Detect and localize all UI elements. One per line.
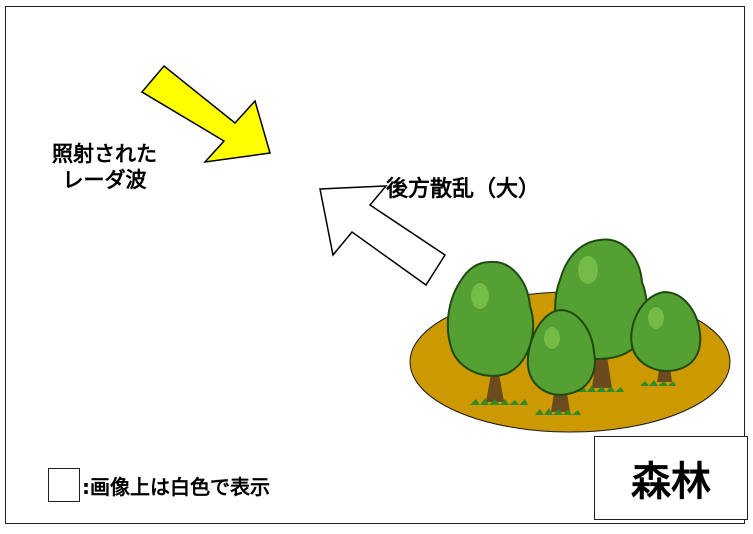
forest-label: 森林 xyxy=(631,459,711,505)
incident-arrow-icon xyxy=(140,64,271,164)
legend-text: :画像上は白色で表示 xyxy=(82,475,270,499)
legend-white-swatch xyxy=(48,468,80,502)
forest-illustration-icon xyxy=(409,238,731,433)
forest-label-box: 森林 xyxy=(594,436,748,520)
incident-wave-label-line2: レーダ波 xyxy=(62,168,147,192)
backscatter-label: 後方散乱（大） xyxy=(386,177,541,202)
incident-wave-label: 照射された レーダ波 xyxy=(52,141,157,193)
incident-wave-label-line1: 照射された xyxy=(52,142,157,166)
backscatter-arrow-icon xyxy=(319,185,447,287)
